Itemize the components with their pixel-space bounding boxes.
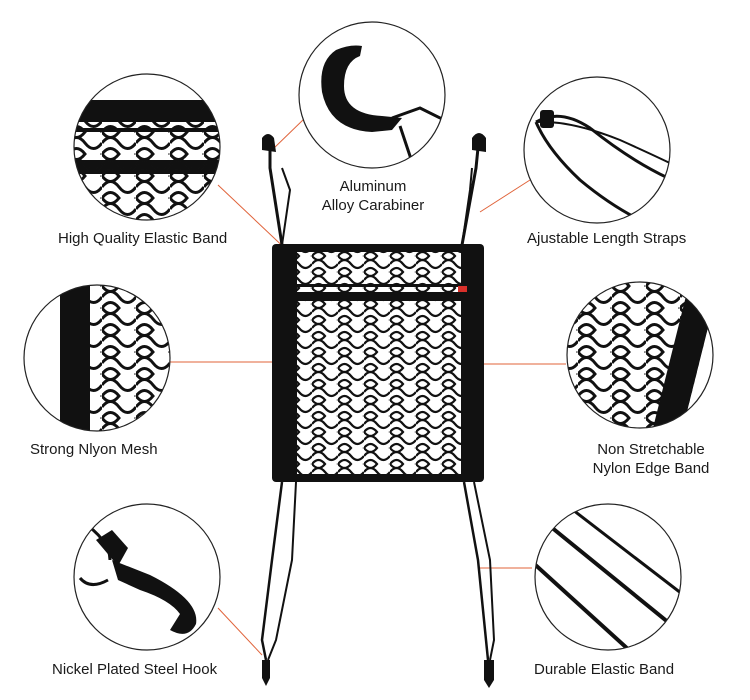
- detail-circle-steel-hook: [73, 503, 221, 651]
- carabiner-icon: [472, 133, 486, 152]
- elastic-band-bottom-label: Durable Elastic Band: [534, 661, 675, 678]
- length-straps-label: Ajustable Length Straps: [527, 230, 687, 247]
- edge-band-label: Non Stretchable Nylon Edge Band: [592, 441, 710, 477]
- detail-circle-edge-band: [566, 281, 714, 429]
- hook-icon: [262, 660, 270, 686]
- carabiner-label: Aluminum Alloy Carabiner: [321, 178, 425, 214]
- detail-circle-nylon-mesh: [23, 284, 171, 432]
- detail-circle-carabiner: [298, 21, 446, 169]
- hook-icon: [112, 560, 197, 634]
- carabiner-icon: [262, 134, 276, 152]
- steel-hook-label: Nickel Plated Steel Hook: [52, 661, 218, 678]
- nylon-mesh-label: Strong Nlyon Mesh: [30, 441, 158, 458]
- elastic-band-top-label: High Quality Elastic Band: [58, 230, 228, 247]
- detail-circle-durable-elastic-band: [534, 503, 682, 651]
- hook-icon: [484, 660, 494, 688]
- detail-circle-elastic-band: [73, 73, 221, 221]
- carabiner-icon: [321, 45, 402, 132]
- car-seat-net-organizer: [260, 133, 496, 688]
- detail-circle-length-straps: [523, 76, 671, 224]
